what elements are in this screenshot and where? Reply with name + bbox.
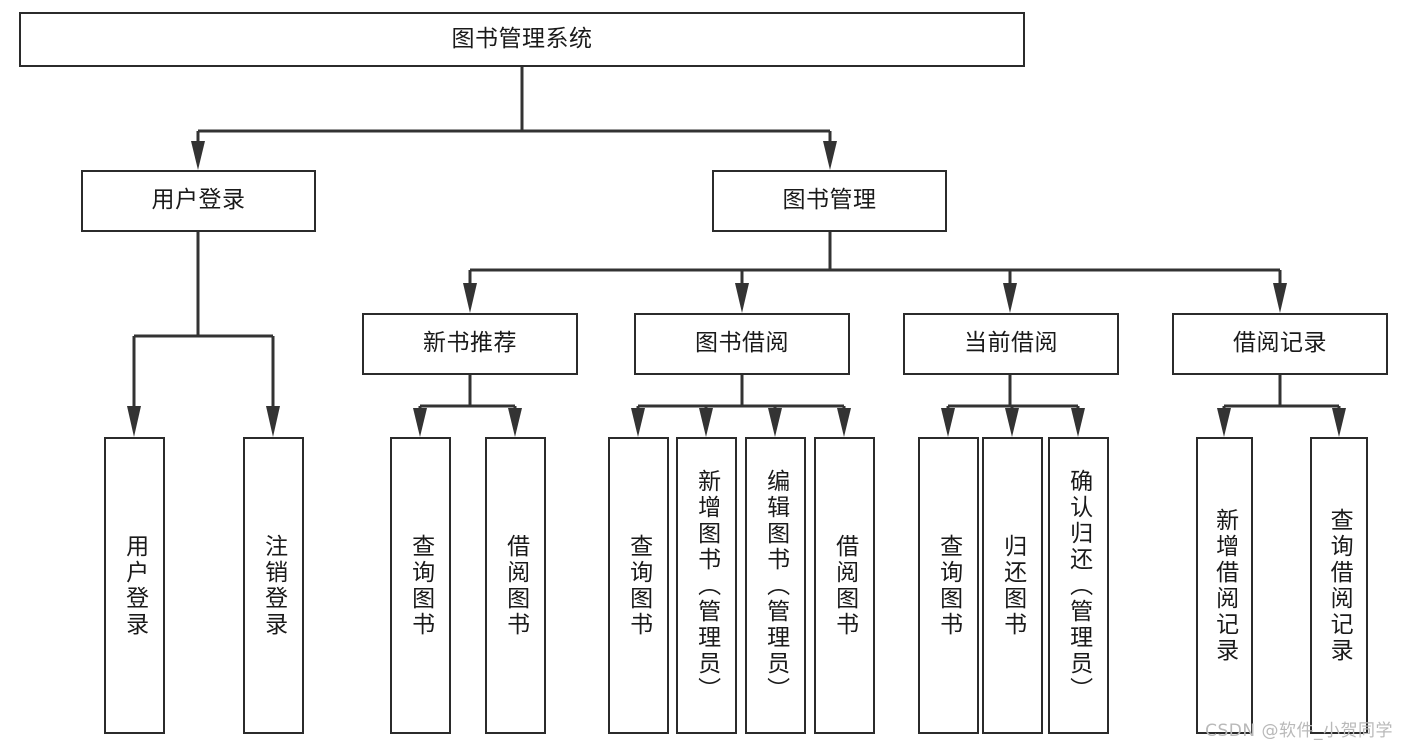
node-leaf-borrow-book-1[interactable]: 借阅图书 — [485, 437, 546, 734]
node-leaf-return-book[interactable]: 归还图书 — [982, 437, 1043, 734]
node-new-book-recommend-label: 新书推荐 — [423, 330, 517, 357]
node-leaf-confirm-return-label: 确认归还（管理员） — [1065, 468, 1092, 703]
node-leaf-add-record[interactable]: 新增借阅记录 — [1196, 437, 1253, 734]
node-root[interactable]: 图书管理系统 — [19, 12, 1025, 67]
node-book-borrow[interactable]: 图书借阅 — [634, 313, 850, 375]
node-book-manage-label: 图书管理 — [782, 187, 877, 214]
node-leaf-logout[interactable]: 注销登录 — [243, 437, 304, 734]
arrowheads — [127, 141, 1346, 437]
node-current-borrow-label: 当前借阅 — [964, 330, 1058, 357]
node-leaf-query-book-3[interactable]: 查询图书 — [918, 437, 979, 734]
node-leaf-query-record[interactable]: 查询借阅记录 — [1310, 437, 1368, 734]
node-leaf-confirm-return[interactable]: 确认归还（管理员） — [1048, 437, 1109, 734]
node-leaf-query-book-1-label: 查询图书 — [407, 533, 434, 638]
csdn-watermark: CSDN @软件_小贺同学 — [1205, 721, 1393, 741]
node-book-manage[interactable]: 图书管理 — [712, 170, 947, 232]
node-new-book-recommend[interactable]: 新书推荐 — [362, 313, 578, 375]
node-leaf-add-book-label: 新增图书（管理员） — [693, 468, 720, 703]
node-leaf-logout-label: 注销登录 — [260, 533, 287, 638]
node-leaf-add-book[interactable]: 新增图书（管理员） — [676, 437, 737, 734]
node-leaf-query-book-3-label: 查询图书 — [935, 533, 962, 638]
node-leaf-user-login[interactable]: 用户登录 — [104, 437, 165, 734]
node-user-login-label: 用户登录 — [151, 187, 246, 214]
node-root-label: 图书管理系统 — [451, 25, 593, 52]
node-leaf-query-book-1[interactable]: 查询图书 — [390, 437, 451, 734]
node-leaf-add-record-label: 新增借阅记录 — [1211, 507, 1238, 664]
node-leaf-query-book-2-label: 查询图书 — [625, 533, 652, 638]
node-leaf-borrow-book-1-label: 借阅图书 — [502, 533, 529, 638]
node-leaf-query-record-label: 查询借阅记录 — [1326, 507, 1353, 664]
node-book-borrow-label: 图书借阅 — [695, 330, 789, 357]
node-leaf-user-login-label: 用户登录 — [121, 533, 148, 638]
node-leaf-return-book-label: 归还图书 — [999, 533, 1026, 638]
node-leaf-edit-book[interactable]: 编辑图书（管理员） — [745, 437, 806, 734]
node-leaf-borrow-book-2-label: 借阅图书 — [831, 533, 858, 638]
node-borrow-record-label: 借阅记录 — [1233, 330, 1327, 357]
node-leaf-borrow-book-2[interactable]: 借阅图书 — [814, 437, 875, 734]
node-leaf-edit-book-label: 编辑图书（管理员） — [762, 468, 789, 703]
node-leaf-query-book-2[interactable]: 查询图书 — [608, 437, 669, 734]
node-current-borrow[interactable]: 当前借阅 — [903, 313, 1119, 375]
node-user-login[interactable]: 用户登录 — [81, 170, 316, 232]
node-borrow-record[interactable]: 借阅记录 — [1172, 313, 1388, 375]
